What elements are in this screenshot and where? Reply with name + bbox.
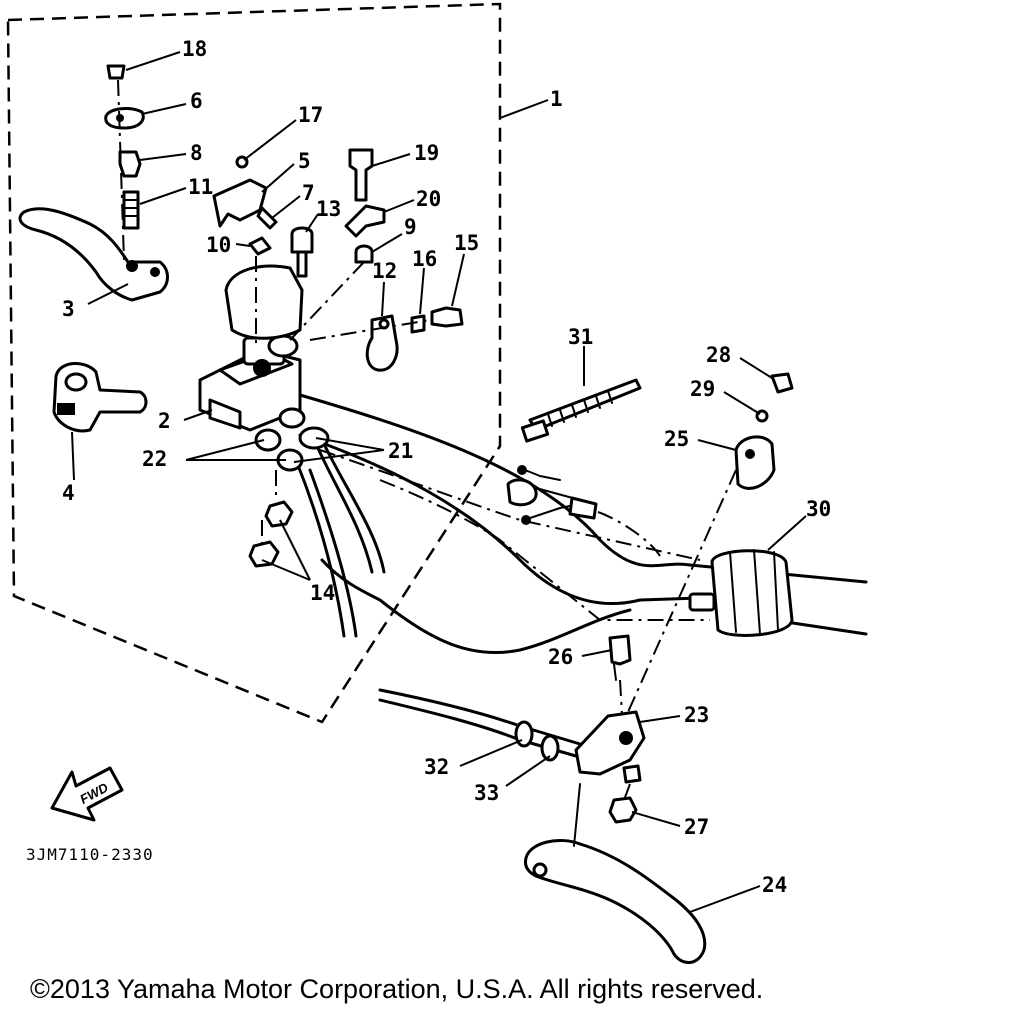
callout-21: 21 (388, 439, 413, 463)
callout-15: 15 (454, 231, 479, 255)
copyright-notice: ©2013 Yamaha Motor Corporation, U.S.A. A… (30, 974, 764, 1004)
callout-31: 31 (568, 325, 593, 349)
callout-11: 11 (188, 175, 213, 199)
callout-24: 24 (762, 873, 787, 897)
callout-5: 5 (298, 149, 311, 173)
clutch-lever-holder (574, 634, 646, 824)
callout-23: 23 (684, 703, 709, 727)
mirror-clamp-parts (309, 306, 464, 372)
switch-connectors (506, 465, 661, 557)
right-small-parts (289, 148, 386, 341)
callout-32: 32 (424, 755, 449, 779)
callout-26: 26 (548, 645, 573, 669)
callout-30: 30 (806, 497, 831, 521)
leader-lines (71, 51, 807, 913)
clutch-lever (524, 783, 707, 964)
callout-3: 3 (62, 297, 75, 321)
diagram-code: 3JM7110-2330 (26, 845, 154, 864)
callout-17: 17 (298, 103, 323, 127)
callout-9: 9 (404, 215, 417, 239)
callout-8: 8 (190, 141, 203, 165)
fwd-arrow: FWD (50, 766, 124, 822)
callout-6: 6 (190, 89, 203, 113)
callout-labels: 18 6 8 11 17 5 7 13 10 19 20 9 15 12 16 … (62, 37, 831, 897)
callout-12: 12 (372, 259, 397, 283)
callout-28: 28 (706, 343, 731, 367)
reservoir-body (224, 264, 304, 340)
callout-22: 22 (142, 447, 167, 471)
callout-10: 10 (206, 233, 231, 257)
callout-2: 2 (158, 409, 171, 433)
cable-tie (520, 378, 642, 443)
callout-1: 1 (550, 87, 563, 111)
callout-13: 13 (316, 197, 341, 221)
callout-16: 16 (412, 247, 437, 271)
banjo-fittings (248, 407, 330, 568)
middle-small-parts (212, 155, 314, 344)
callout-14: 14 (310, 581, 335, 605)
clutch-cable (378, 688, 582, 762)
front-brake-lever (18, 207, 169, 302)
callout-25: 25 (664, 427, 689, 451)
callout-18: 18 (182, 37, 207, 61)
callout-29: 29 (690, 377, 715, 401)
callout-20: 20 (416, 187, 441, 211)
callout-27: 27 (684, 815, 709, 839)
upper-small-parts (104, 64, 145, 261)
handlebar-switch (688, 549, 794, 637)
brake-switch-clamp (52, 362, 148, 433)
callout-33: 33 (474, 781, 499, 805)
callout-7: 7 (302, 181, 315, 205)
brake-hoses (294, 428, 386, 638)
callout-4: 4 (62, 481, 75, 505)
callout-19: 19 (414, 141, 439, 165)
clutch-holder-cap (619, 372, 794, 731)
